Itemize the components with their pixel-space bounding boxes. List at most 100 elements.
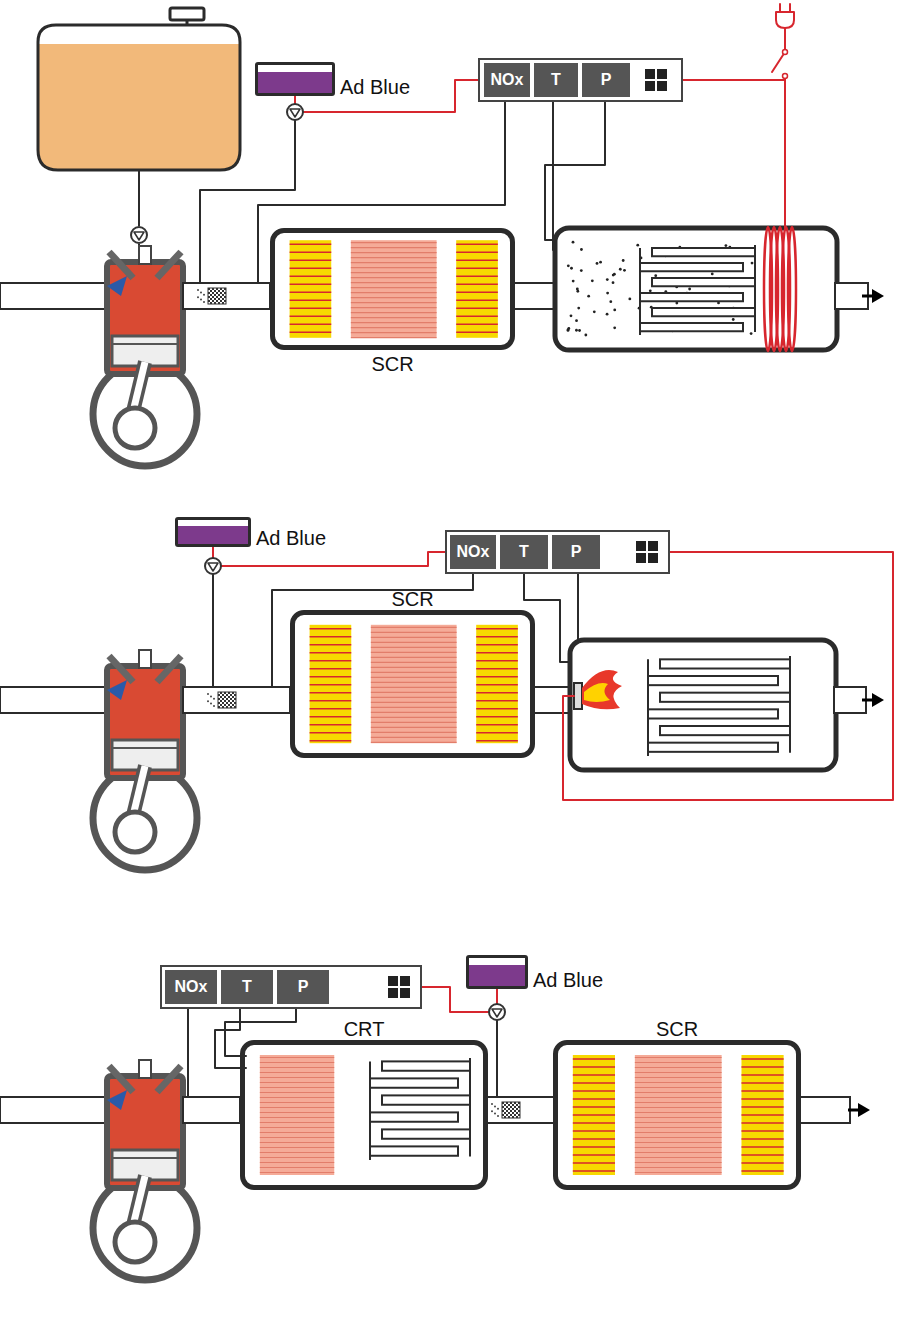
substrate-line xyxy=(260,1127,334,1128)
substrate-line xyxy=(371,727,457,728)
substrate-line xyxy=(310,700,352,702)
sensor-box: P xyxy=(552,535,600,569)
substrate-line xyxy=(260,1062,334,1063)
spray-dot xyxy=(497,1108,499,1110)
substrate-line xyxy=(371,647,457,648)
valve xyxy=(157,1066,181,1092)
soot-particle xyxy=(613,309,616,312)
spray-dot xyxy=(207,700,209,702)
substrate-line xyxy=(310,740,352,742)
soot-particle xyxy=(577,307,580,310)
tank-cap xyxy=(170,8,204,20)
soot-particle xyxy=(580,269,583,272)
soot-particle xyxy=(596,262,599,265)
soot-particle xyxy=(575,319,578,322)
injector xyxy=(139,650,151,668)
substrate-line xyxy=(371,677,457,678)
flow-arrow-head xyxy=(872,693,884,707)
controller-icon xyxy=(400,988,410,998)
spray-dot xyxy=(494,1113,496,1115)
substrate-line xyxy=(371,722,457,723)
controller-icon xyxy=(648,541,658,551)
substrate-line xyxy=(371,672,457,673)
crank xyxy=(115,1222,155,1262)
substrate-line xyxy=(371,742,457,743)
substrate-line xyxy=(741,1098,783,1100)
sensor-box: P xyxy=(582,63,630,97)
spray-dot xyxy=(200,291,202,293)
catalyst-brick xyxy=(635,1055,722,1175)
substrate-line xyxy=(260,1097,334,1098)
dosing-line xyxy=(212,574,214,687)
substrate-line xyxy=(635,1127,722,1128)
flame-core xyxy=(584,683,610,702)
substrate-line xyxy=(290,307,332,309)
soot-particle xyxy=(570,267,573,270)
substrate-line xyxy=(741,1082,783,1084)
substrate-line xyxy=(371,632,457,633)
particle-filter xyxy=(555,228,837,350)
substrate-line xyxy=(741,1130,783,1132)
soot-particle xyxy=(567,327,570,330)
part-label: Ad Blue xyxy=(533,969,603,992)
substrate-line xyxy=(260,1057,334,1058)
fuel-tank xyxy=(38,25,240,170)
substrate-line xyxy=(260,1167,334,1168)
sensor-wire xyxy=(187,1009,189,1097)
power-wire xyxy=(770,79,785,81)
substrate-line xyxy=(260,1082,334,1083)
burner xyxy=(574,683,582,709)
pump xyxy=(131,227,147,243)
substrate-line xyxy=(371,657,457,658)
crankcase xyxy=(93,1176,197,1280)
catalyst-box: SCR xyxy=(270,228,515,350)
pump-triangle xyxy=(134,232,144,240)
soot-particle xyxy=(587,295,590,298)
substrate-line xyxy=(371,702,457,703)
substrate-line xyxy=(573,1122,615,1124)
substrate-line xyxy=(741,1114,783,1116)
pipe xyxy=(183,283,270,309)
soot-particle xyxy=(580,248,583,251)
burner-wire xyxy=(563,552,893,800)
substrate-line xyxy=(741,1122,783,1124)
filter-channel xyxy=(652,248,755,256)
filter-channel xyxy=(648,676,778,685)
sensor-label: T xyxy=(551,71,561,89)
soot-particle xyxy=(711,272,714,275)
sensor-box: T xyxy=(221,970,273,1004)
substrate-line xyxy=(371,717,457,718)
pump-triangle xyxy=(290,109,300,117)
substrate-line xyxy=(573,1090,615,1092)
substrate-line xyxy=(456,299,498,301)
pump-triangle xyxy=(492,1009,502,1017)
substrate-line xyxy=(260,1112,334,1113)
substrate-line xyxy=(290,251,332,253)
sensor-box: NOx xyxy=(484,63,530,97)
substrate-line xyxy=(351,312,437,313)
pipe xyxy=(834,687,866,713)
piston xyxy=(112,740,178,770)
power-wire xyxy=(772,28,785,228)
substrate-line xyxy=(635,1057,722,1058)
soot-particle xyxy=(575,329,578,332)
soot-particle xyxy=(609,300,612,303)
flow-arrow-head xyxy=(858,1103,870,1117)
substrate-line xyxy=(351,247,437,248)
filter-wall xyxy=(754,245,756,332)
filter-channel xyxy=(370,1078,458,1087)
adblue-tank: Ad Blue xyxy=(255,62,335,96)
soot-particle xyxy=(750,332,753,335)
soot-particle xyxy=(688,288,691,291)
substrate-line xyxy=(260,1102,334,1103)
flow-arrow-shaft xyxy=(862,295,872,298)
substrate-line xyxy=(351,287,437,288)
substrate-line xyxy=(573,1082,615,1084)
soot-particle xyxy=(612,281,615,284)
pipe xyxy=(183,1097,240,1123)
substrate-line xyxy=(635,1087,722,1088)
substrate-line xyxy=(476,692,518,694)
pipe xyxy=(513,283,557,309)
